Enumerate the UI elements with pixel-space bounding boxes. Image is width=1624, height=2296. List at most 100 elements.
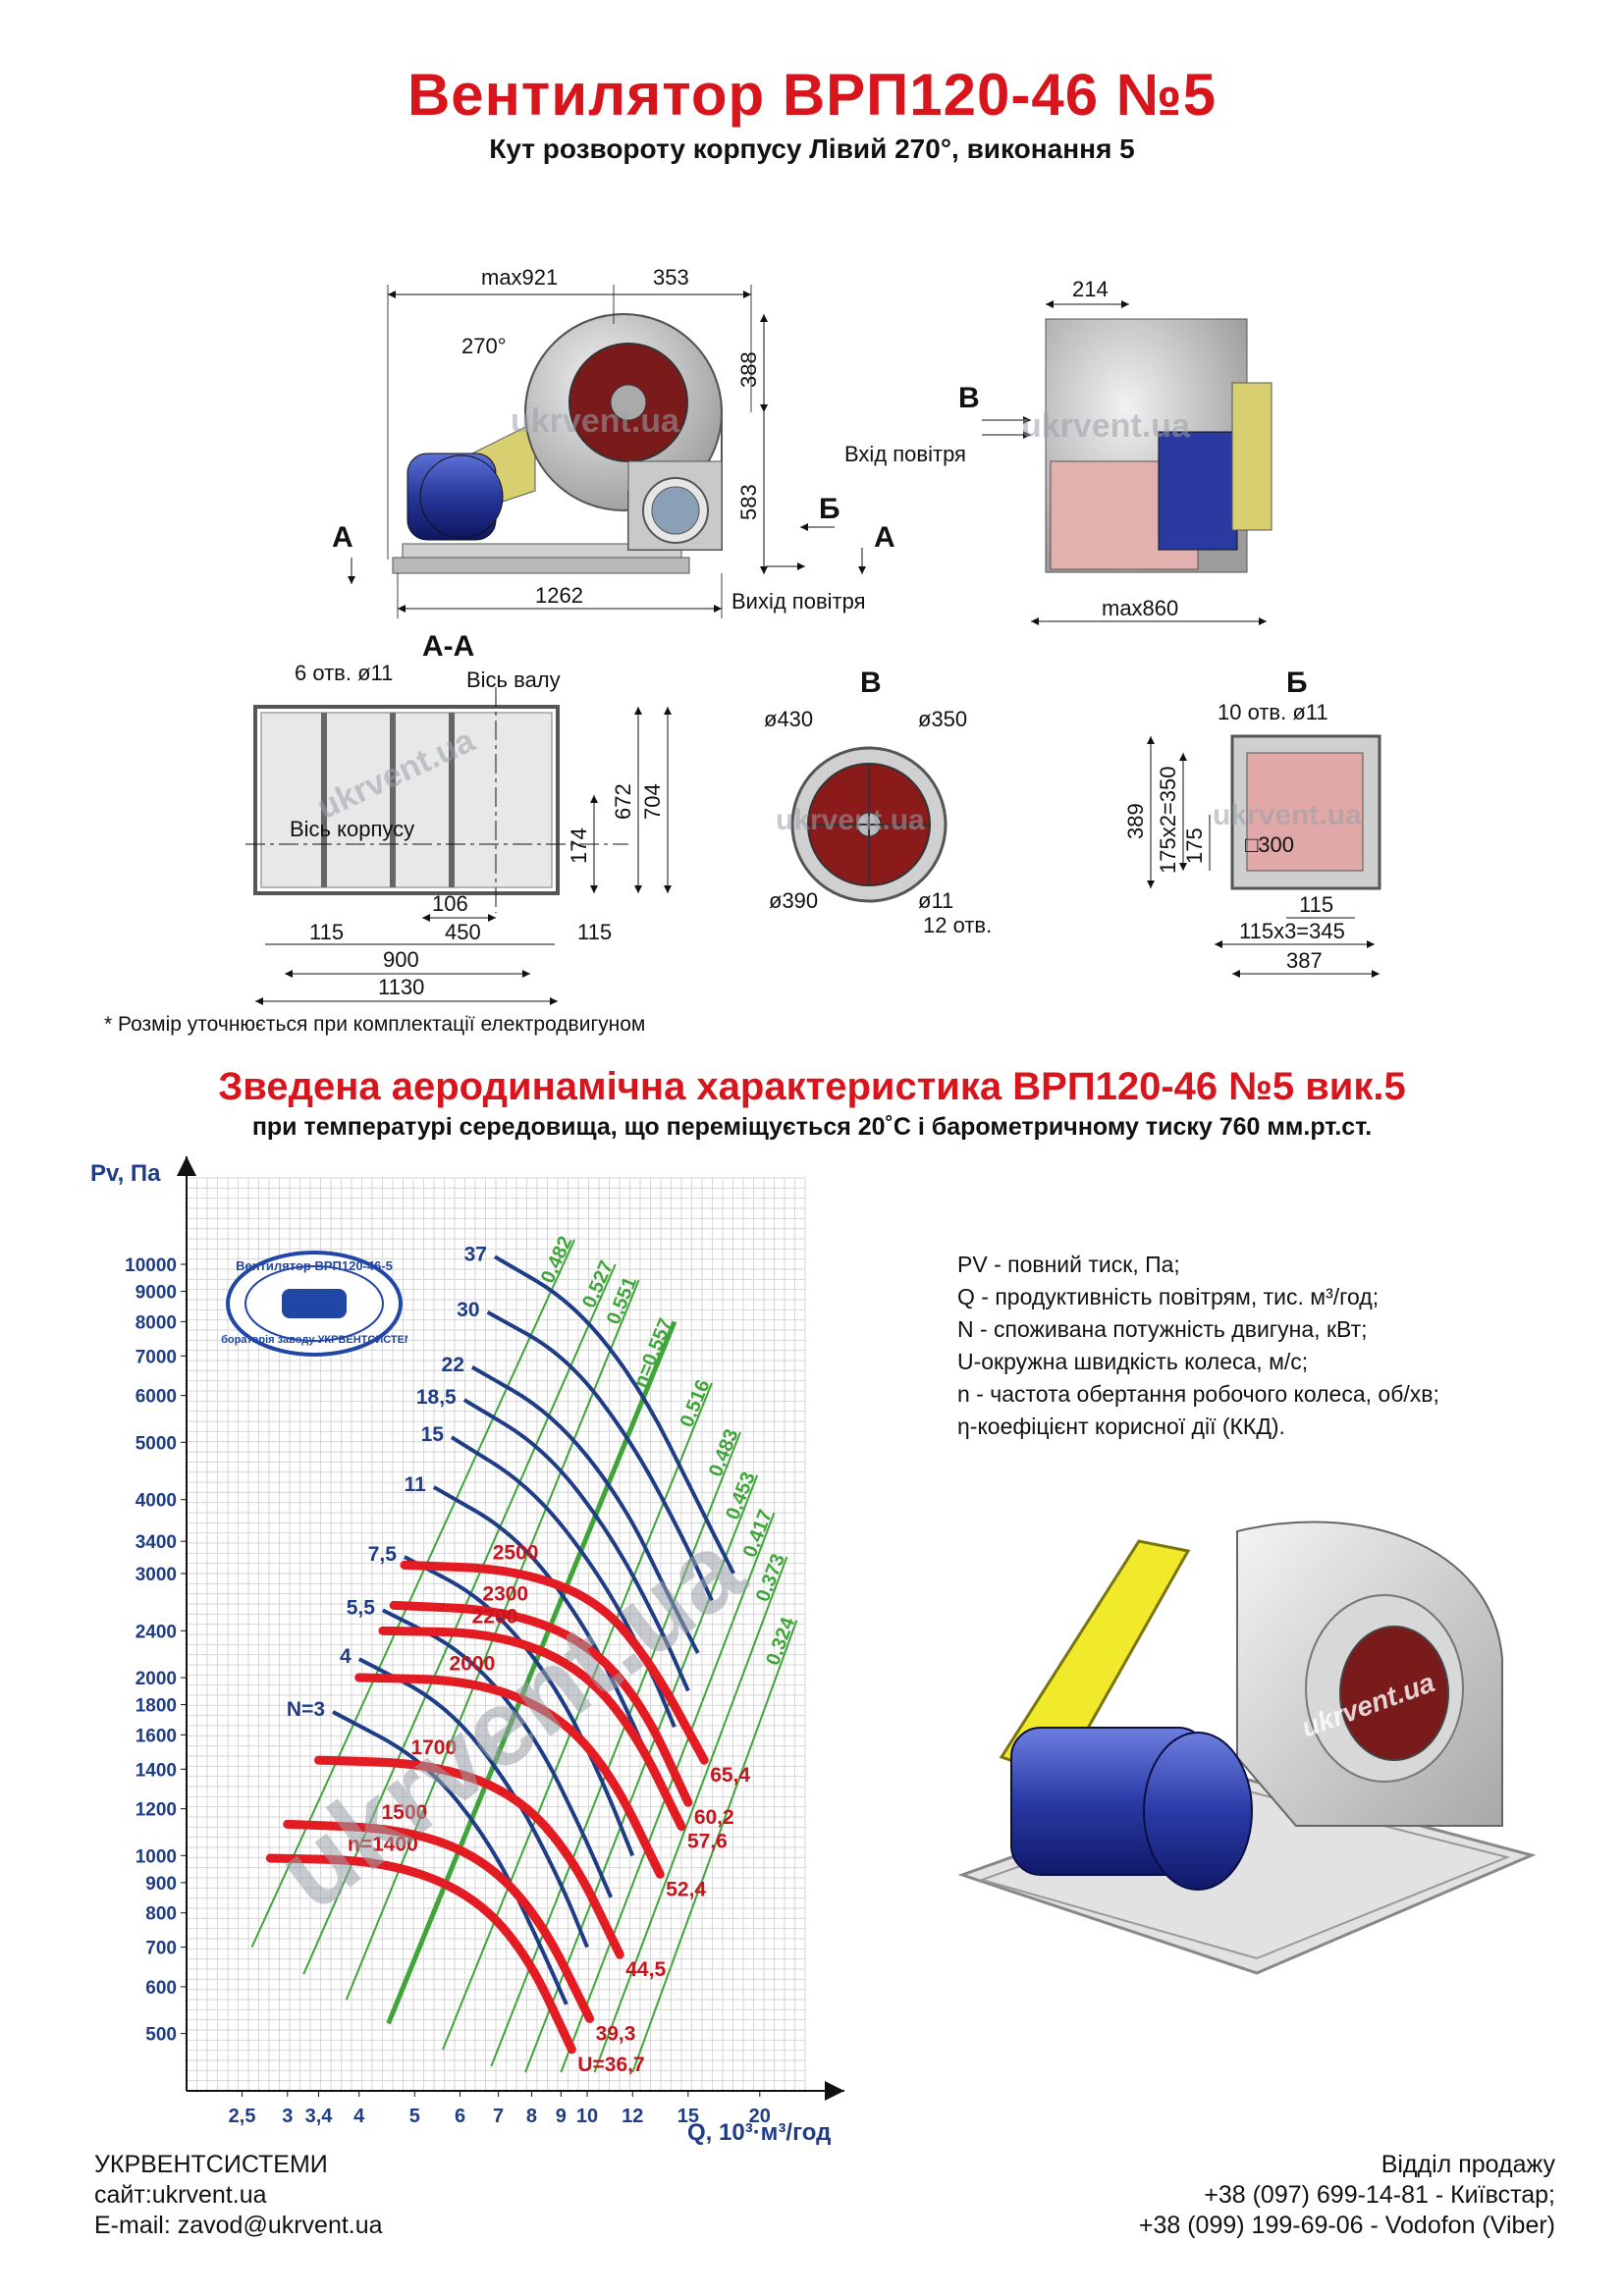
aa-dim-1130: 1130 (378, 975, 424, 999)
company-name: УКРВЕНТСИСТЕМИ (94, 2151, 328, 2178)
view-v: В ø430 ø350 ø390 ø11 12 отв. (764, 667, 992, 937)
tip-speed-label: 60,2 (694, 1806, 734, 1829)
x-tick-label: 12 (622, 2106, 643, 2127)
efficiency-line (631, 1620, 798, 2073)
efficiency-label: 0,482 (537, 1233, 577, 1287)
power-label: 18,5 (416, 1386, 457, 1409)
aa-dim-450: 450 (445, 920, 481, 944)
power-label: 4 (340, 1645, 352, 1668)
efficiency-line (302, 1263, 617, 1975)
tip-speed-label: 65,4 (710, 1764, 750, 1787)
speed-label: 1500 (382, 1801, 428, 1824)
x-tick-label: 3,4 (305, 2106, 334, 2127)
v-title: В (860, 667, 882, 699)
y-tick-label: 8000 (135, 1312, 177, 1333)
y-tick-label: 600 (145, 1978, 177, 1999)
tip-speed-label: 44,5 (625, 1958, 666, 1981)
power-curve (432, 1485, 659, 1780)
y-tick-label: 2000 (135, 1669, 177, 1689)
technical-drawings: max921 353 270° 388 583 1262 А А Б Вихід… (245, 265, 1381, 1005)
efficiency-label: 0,483 (705, 1426, 743, 1480)
air-out-label: Вихід повітря (731, 589, 866, 614)
power-curve (493, 1255, 735, 1575)
aa-dim-174: 174 (567, 828, 591, 864)
x-tick-label: 20 (749, 2106, 771, 2127)
legend-item: η-коефіцієнт корисної дії (ККД). (957, 1414, 1285, 1439)
tip-speed-label: 39,3 (596, 2022, 636, 2045)
dim-583: 583 (736, 484, 761, 520)
efficiency-label: n=0,557 (629, 1315, 677, 1391)
aa-dim-672: 672 (611, 783, 635, 820)
section-mark-v: В (958, 382, 980, 414)
legend-item: U-окружна швидкість колеса, м/с; (957, 1349, 1309, 1374)
b-dim-175: 175 (1182, 828, 1207, 864)
power-curve (381, 1608, 614, 1898)
page-title: Вентилятор ВРП120-46 №5 (406, 62, 1218, 128)
phone-kyivstar[interactable]: +38 (097) 699-14-81 - Київстар; (1204, 2181, 1555, 2209)
y-tick-label: 3400 (135, 1532, 177, 1553)
phone-vodafone[interactable]: +38 (099) 199-69-06 - Vodofon (Viber) (1138, 2212, 1555, 2239)
efficiency-line (345, 1279, 640, 2001)
y-tick-label: 900 (145, 1874, 177, 1895)
b-dim-350: 175х2=350 (1156, 767, 1180, 875)
air-in-label: Вхід повітря (844, 442, 966, 466)
v-dia11: ø11 (918, 888, 953, 913)
watermark: ukrvent.ua (1021, 407, 1191, 445)
x-tick-label: 4 (353, 2106, 365, 2127)
speed-label: 1700 (410, 1736, 457, 1759)
speed-curve (283, 1819, 595, 2023)
power-label: 37 (464, 1243, 487, 1265)
sales-title: Відділ продажу (1380, 2151, 1555, 2178)
efficiency-label: 0,516 (677, 1377, 715, 1431)
dim-388: 388 (736, 351, 761, 388)
y-tick-label: 1000 (135, 1846, 177, 1867)
chart-watermark: ukrvent.ua (255, 1508, 765, 1934)
y-tick-label: 1800 (135, 1696, 177, 1717)
dim-270: 270° (461, 334, 507, 358)
speed-curve (400, 1560, 709, 1765)
section-aa: А-А 6 отв. ø11 Вісь валу Вісь корпусу 67… (245, 630, 672, 1005)
x-tick-label: 5 (409, 2106, 420, 2127)
power-label: N=3 (287, 1698, 325, 1721)
chart-title: Зведена аеродинамічна характеристика ВРП… (218, 1065, 1406, 1108)
tip-speed-label: 57,6 (687, 1831, 728, 1853)
laboratory-stamp: Вентилятор ВРП120-46-5 Лабораторія завод… (221, 1251, 407, 1357)
dim-353: 353 (653, 265, 689, 290)
power-label: 30 (457, 1299, 479, 1321)
dim-214: 214 (1072, 277, 1109, 301)
y-tick-label: 4000 (135, 1491, 177, 1512)
y-tick-label: 700 (145, 1939, 177, 1959)
y-tick-label: 500 (145, 2025, 177, 2046)
efficiency-line (386, 1320, 677, 2025)
legend-item: N - споживана потужність двигуна, кВт; (957, 1316, 1368, 1342)
y-axis-label: Pv, Па (90, 1160, 161, 1187)
y-tick-label: 1600 (135, 1726, 177, 1746)
v-dia390: ø390 (769, 888, 818, 913)
power-label: 7,5 (368, 1543, 398, 1566)
x-tick-label: 7 (493, 2106, 504, 2127)
power-label: 15 (421, 1423, 445, 1446)
b-dim-345: 115х3=345 (1239, 919, 1345, 943)
stamp-bottom-text: Лабораторія заводу УКРВЕНТСИСТЕМИ (221, 1334, 407, 1346)
power-curve (462, 1398, 690, 1692)
efficiency-label: 0,324 (762, 1614, 799, 1668)
footer-sales: Відділ продажу +38 (097) 699-14-81 - Киї… (1139, 2150, 1555, 2241)
front-view: max921 353 270° 388 583 1262 А А Б Вихід… (332, 265, 895, 618)
y-tick-label: 2400 (135, 1622, 177, 1642)
email-link[interactable]: E-mail: zavod@ukrvent.ua (94, 2212, 383, 2239)
view-b: Б 10 отв. ø11 389 175х2=350 175 □300 115… (1123, 667, 1381, 978)
speed-curve (354, 1673, 665, 1879)
speed-curve (265, 1853, 576, 2055)
section-mark-b: Б (819, 493, 840, 525)
y-tick-label: 1400 (135, 1760, 177, 1781)
aa-body-axis: Вісь корпусу (290, 817, 414, 841)
x-axis-label: Q, 10³·м³/год (687, 2119, 831, 2146)
efficiency-label: 0,453 (722, 1469, 760, 1523)
y-tick-label: 6000 (135, 1387, 177, 1408)
site-link[interactable]: сайт:ukrvent.ua (94, 2181, 267, 2209)
watermark: ukrvent.ua (511, 402, 680, 440)
watermark: ukrvent.ua (1213, 799, 1362, 831)
watermark: ukrvent.ua (776, 804, 925, 836)
speed-label: 2500 (493, 1542, 539, 1565)
power-curve (332, 1710, 568, 2005)
